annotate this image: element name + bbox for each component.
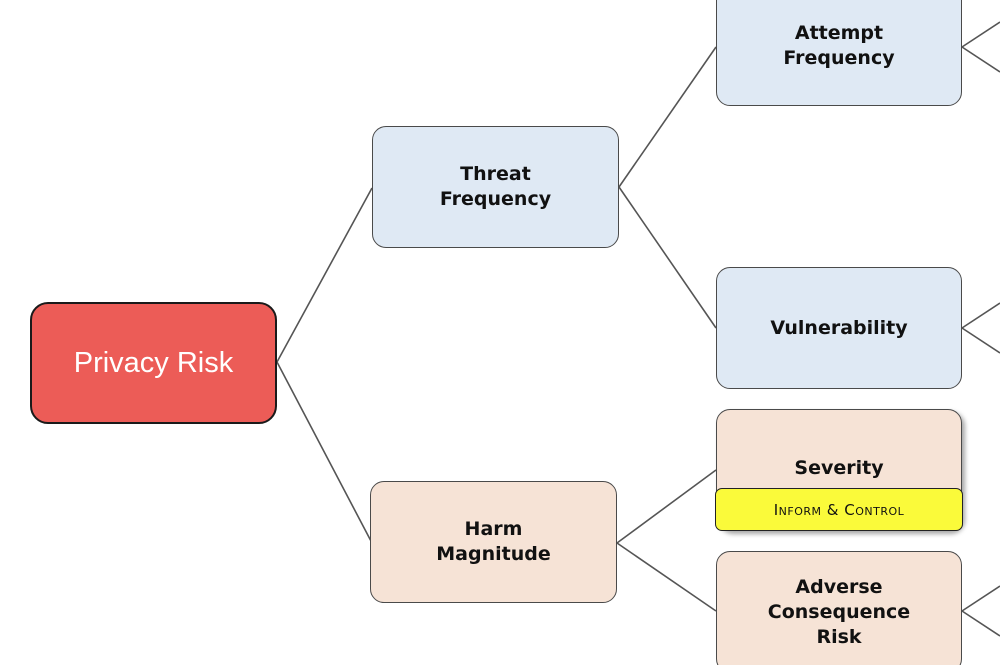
harm-magnitude-label: Harm Magnitude [436,518,551,565]
privacy-risk-label: Privacy Risk [73,346,234,379]
attempt-frequency-label: Attempt Frequency [783,22,895,69]
connector-harm-severity [616,469,717,544]
threat-frequency-label: Threat Frequency [439,163,552,210]
connector-attempt-offscreen-a [961,21,1000,48]
connector-attempt-offscreen-b [961,46,1000,73]
connector-root-harm [276,361,373,544]
harm-magnitude-node: Harm Magnitude [370,481,617,603]
adverse-consequence-risk-label: Adverse Consequence Risk [767,575,911,648]
vulnerability-label: Vulnerability [770,316,908,339]
inform-control-label: Inform & Control [773,500,905,519]
inform-control-tag: Inform & Control [715,488,963,531]
threat-frequency-node: Threat Frequency [372,126,619,248]
attempt-frequency-node: Attempt Frequency [716,0,962,106]
connector-adverse-offscreen-a [961,585,1000,612]
connector-vulnerability-offscreen-a [961,302,1000,329]
vulnerability-node: Vulnerability [716,267,962,389]
connector-root-threat [276,187,373,363]
severity-label: Severity [794,457,884,479]
connector-threat-attempt [618,46,717,188]
adverse-consequence-risk-node: Adverse Consequence Risk [716,551,962,665]
connector-adverse-offscreen-b [961,610,1000,637]
connector-threat-vulnerability [618,186,717,329]
connector-vulnerability-offscreen-b [961,327,1000,354]
connector-harm-adverse [616,542,717,612]
privacy-risk-node: Privacy Risk [30,302,277,424]
